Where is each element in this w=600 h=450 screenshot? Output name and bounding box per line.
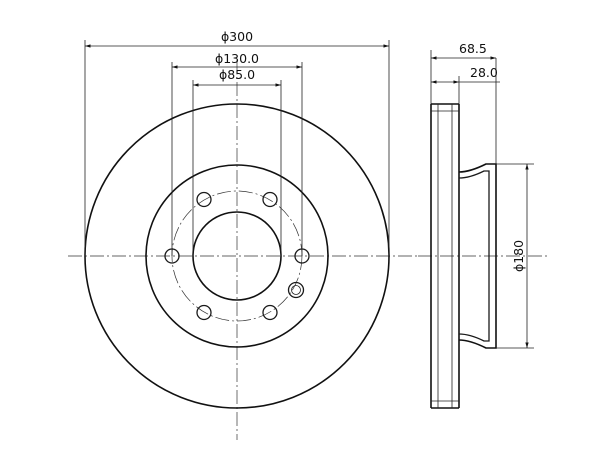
outer-diameter-label: ϕ300 bbox=[221, 29, 253, 44]
dimension-bolt-circle: ϕ130.0 bbox=[171, 51, 303, 256]
dimension-disc-thickness: 28.0 bbox=[431, 65, 500, 104]
dimension-outer-diameter: ϕ300 bbox=[84, 29, 390, 256]
bolt-circle-label: ϕ130.0 bbox=[215, 51, 259, 66]
disc-thickness-label: 28.0 bbox=[470, 65, 498, 80]
front-view: ϕ300 ϕ130.0 ϕ85.0 bbox=[68, 29, 420, 440]
dimension-total-height: 68.5 bbox=[430, 41, 497, 164]
center-bore-label: ϕ85.0 bbox=[219, 67, 255, 82]
bolt-hole bbox=[262, 191, 278, 208]
bolt-hole bbox=[196, 304, 212, 321]
dimension-hat-diameter: ϕ180 bbox=[496, 163, 534, 349]
hub-circle bbox=[145, 164, 329, 348]
total-height-label: 68.5 bbox=[459, 41, 487, 56]
locating-screw-hole bbox=[287, 281, 305, 299]
dimension-center-bore: ϕ85.0 bbox=[192, 67, 282, 256]
bolt-hole bbox=[196, 191, 212, 208]
bolt-hole bbox=[262, 304, 278, 321]
hat-diameter-label: ϕ180 bbox=[511, 240, 526, 272]
side-view: 68.5 28.0 ϕ180 bbox=[418, 41, 548, 409]
